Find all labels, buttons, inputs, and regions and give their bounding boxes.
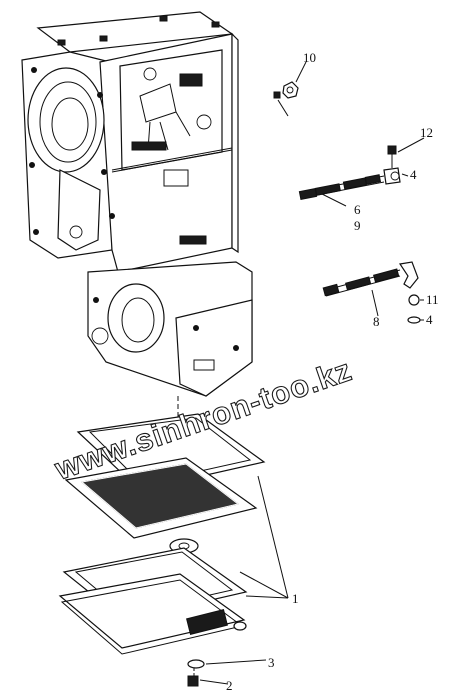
callout-6: 6 [354,202,361,217]
callout-11: 11 [426,292,439,307]
bolt-washer [187,659,205,687]
lower-housing [87,261,253,422]
filter-plate [64,457,258,539]
callout-3: 3 [268,655,275,670]
callout-10: 10 [303,50,316,65]
cover-plate [58,573,247,655]
hose-assembly-lower [322,261,421,324]
leader-lines [199,61,425,685]
callout-4-lower: 4 [426,312,433,327]
callout-1: 1 [292,591,299,606]
callout-8: 8 [373,314,380,329]
nut-part-10 [273,81,299,117]
callout-2: 2 [226,678,233,693]
hose-assembly-upper [298,145,401,201]
callout-4-upper: 4 [410,167,417,182]
callout-9: 9 [354,218,361,233]
gearbox-housing [21,11,239,273]
callout-12: 12 [420,125,433,140]
callout-labels: 10 12 4 6 9 11 8 4 1 3 2 [226,50,439,693]
